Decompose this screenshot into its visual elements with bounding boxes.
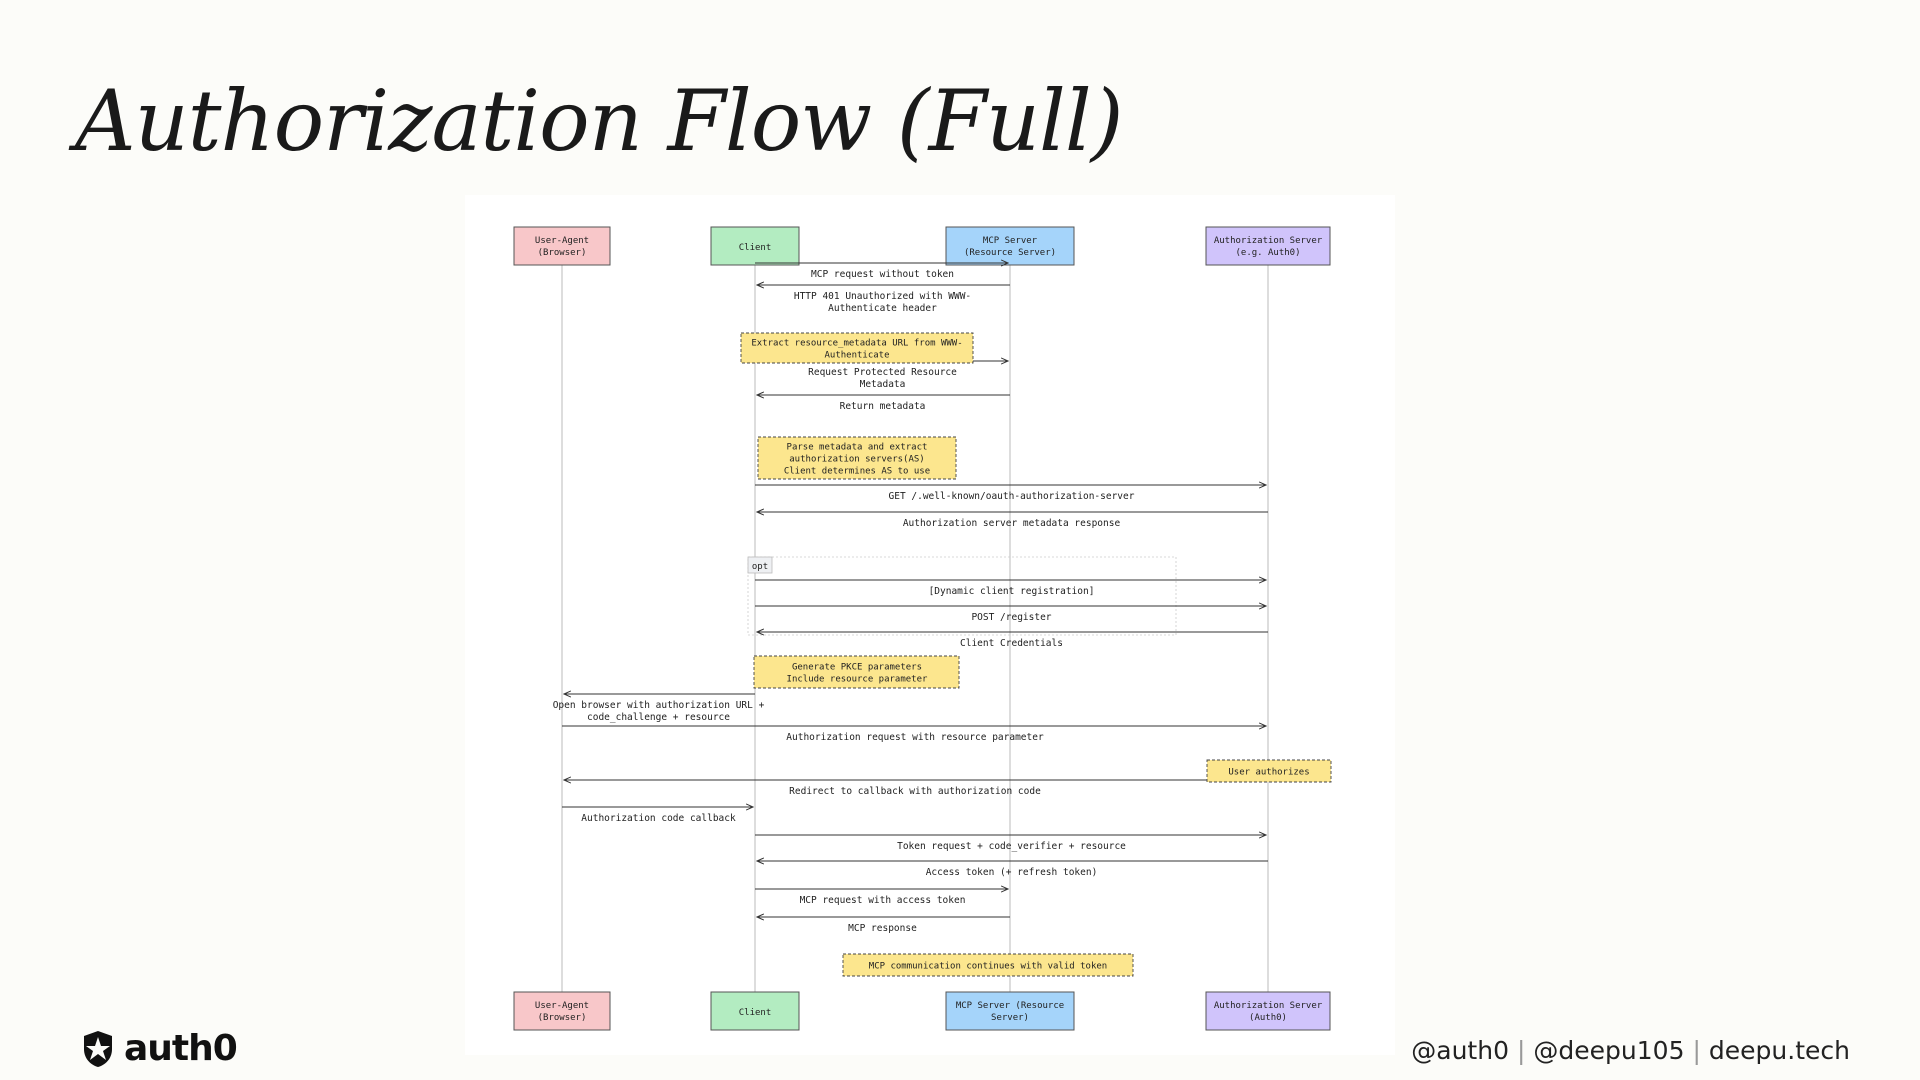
note-label: User authorizes [1228, 768, 1309, 778]
handle-site[interactable]: deepu.tech [1708, 1036, 1850, 1065]
note-label: Include resource parameter [787, 675, 928, 685]
participant-label: User-Agent [535, 1001, 589, 1011]
message-label: Client Credentials [960, 638, 1063, 649]
participant-label: Authorization Server [1214, 1001, 1323, 1011]
footer-handles: @auth0|@deepu105|deepu.tech [1411, 1036, 1850, 1065]
note-box [740, 332, 974, 364]
auth0-shield-icon [84, 1030, 112, 1067]
participant-bottom-client [710, 991, 800, 1031]
participant-label: Client [739, 243, 772, 253]
opt-tag [747, 556, 773, 574]
participant-bottom-as [1205, 991, 1331, 1031]
note-label: Parse metadata and extract [787, 443, 928, 453]
handle-deepu[interactable]: @deepu105 [1533, 1036, 1685, 1065]
opt-label: opt [752, 562, 768, 572]
participant-label: (Auth0) [1249, 1013, 1287, 1023]
message-label: [Dynamic client registration] [929, 586, 1095, 597]
message-label: Authorization server metadata response [903, 518, 1121, 529]
message-label: POST /register [971, 612, 1051, 623]
message-label: Authorization code callback [581, 813, 736, 824]
sequence-diagram-svg: optUser-Agent(Browser)User-Agent(Browser… [513, 226, 1332, 1031]
participant-label: MCP Server [983, 236, 1038, 246]
participant-top-client [710, 226, 800, 266]
message-label: Token request + code_verifier + resource [897, 841, 1126, 852]
participant-label: Client [739, 1008, 772, 1018]
auth0-logo: auth0 [80, 1028, 238, 1069]
auth0-logo-text: auth0 [124, 1028, 238, 1069]
message-label: Redirect to callback with authorization … [789, 786, 1041, 797]
message-label: MCP response [848, 923, 917, 934]
participant-label: (Resource Server) [964, 248, 1056, 258]
note-label: MCP communication continues with valid t… [869, 962, 1107, 972]
note-label: Client determines AS to use [784, 467, 930, 477]
message-label: Authorization request with resource para… [786, 732, 1044, 743]
message-label: MCP request with access token [800, 895, 966, 906]
separator: | [1516, 1036, 1526, 1065]
message-label: HTTP 401 Unauthorized with WWW- [794, 291, 971, 302]
participant-label: (Browser) [538, 1013, 587, 1023]
note-box [1206, 759, 1332, 783]
note-box [757, 436, 957, 480]
participant-label: Server) [991, 1013, 1029, 1023]
message-label: Open browser with authorization URL + [553, 700, 765, 711]
message-label: GET /.well-known/oauth-authorization-ser… [889, 491, 1135, 502]
participant-bottom-mcp [945, 991, 1075, 1031]
message-label: Request Protected Resource [808, 367, 957, 378]
note-label: authorization servers(AS) [789, 455, 924, 465]
note-label: Extract resource_metadata URL from WWW- [751, 339, 962, 349]
participant-label: User-Agent [535, 236, 589, 246]
participant-label: (Browser) [538, 248, 587, 258]
participant-label: MCP Server (Resource [956, 1001, 1064, 1011]
note-label: Generate PKCE parameters [792, 663, 922, 673]
participant-top-as [1205, 226, 1331, 266]
message-label: Return metadata [840, 401, 926, 412]
participant-bottom-ua [513, 991, 611, 1031]
participant-label: Authorization Server [1214, 236, 1323, 246]
separator: | [1692, 1036, 1701, 1065]
participant-top-mcp [945, 226, 1075, 266]
message-label: MCP request without token [811, 269, 954, 280]
participant-top-ua [513, 226, 611, 266]
message-label: code_challenge + resource [587, 712, 730, 723]
handle-auth0[interactable]: @auth0 [1411, 1036, 1509, 1065]
message-label: Authenticate header [828, 303, 937, 314]
note-label: Authenticate [824, 351, 889, 361]
note-box [842, 953, 1134, 977]
message-label: Access token (+ refresh token) [926, 867, 1098, 878]
message-label: Metadata [860, 379, 906, 390]
slide-title: Authorization Flow (Full) [75, 72, 1124, 170]
note-box [753, 655, 960, 689]
opt-frame [747, 556, 1177, 636]
participant-label: (e.g. Auth0) [1235, 248, 1300, 258]
